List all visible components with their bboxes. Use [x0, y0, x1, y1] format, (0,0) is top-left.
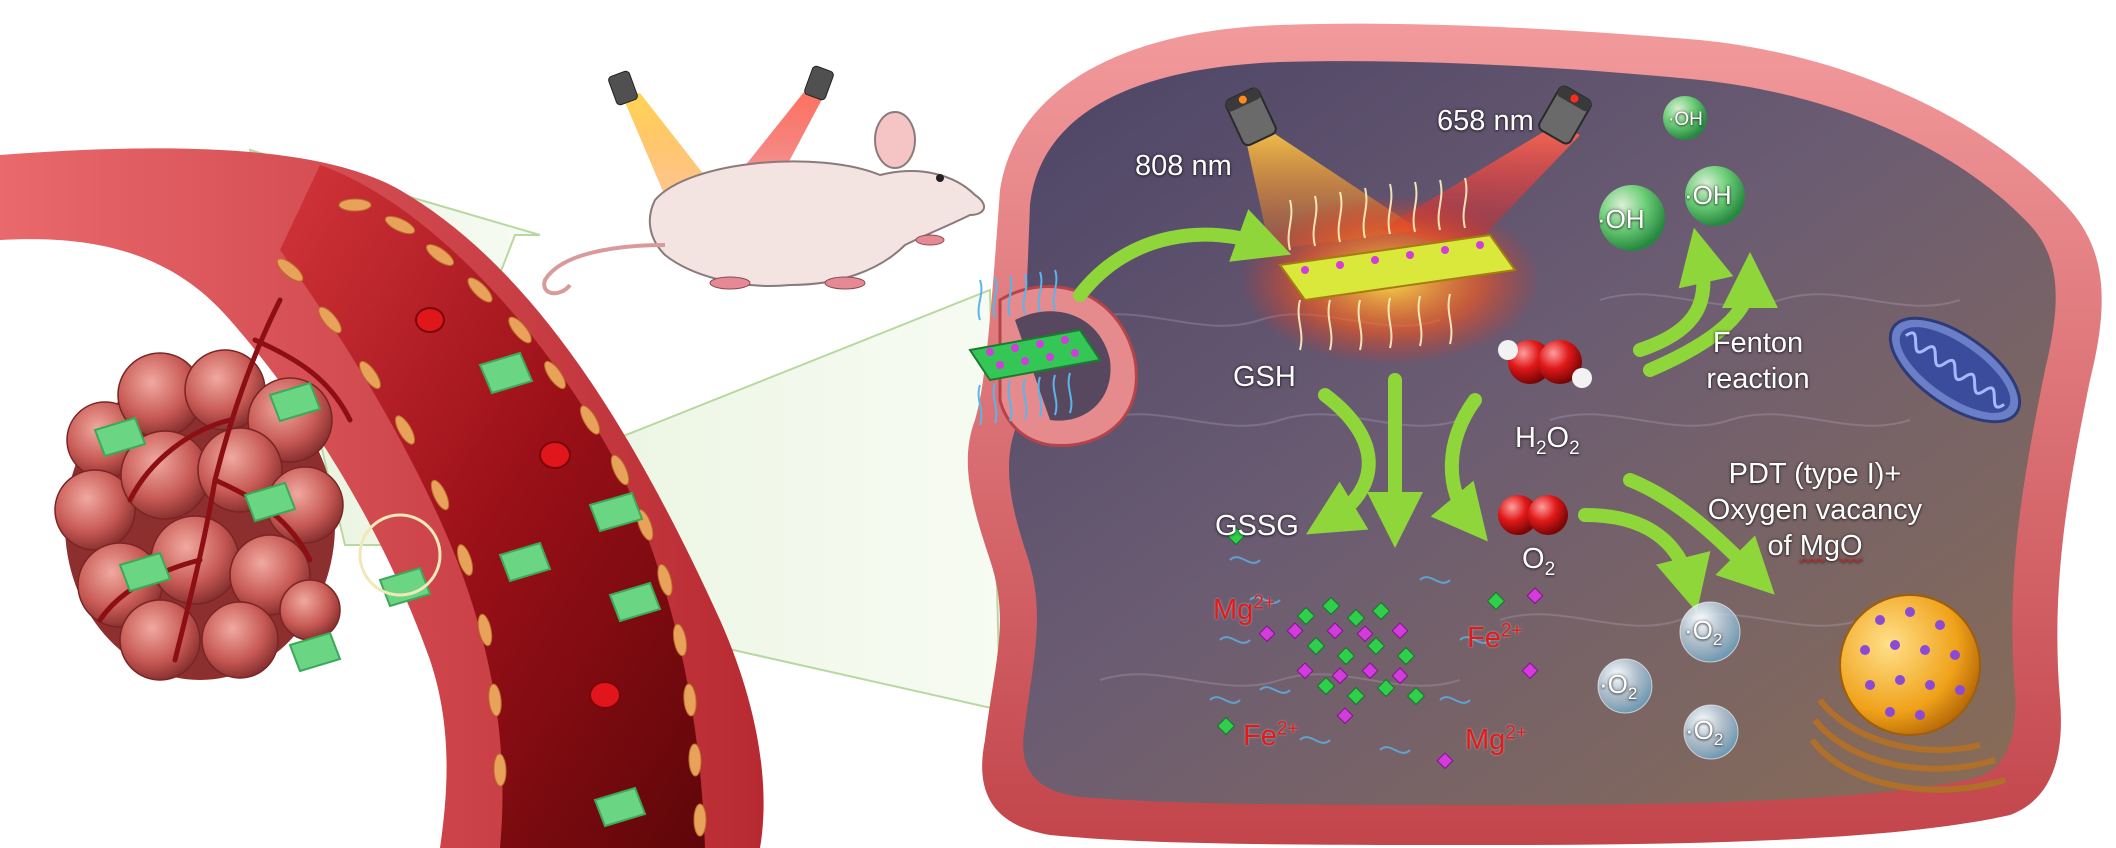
- label-fenton-line2: reaction: [1706, 363, 1810, 395]
- label-fe-ion-1-main: Fe: [1467, 622, 1501, 654]
- mouse-feet: [709, 234, 945, 290]
- laser-device-808-small: [608, 70, 638, 106]
- laser-device-808: [1224, 87, 1277, 147]
- label-o2: O2: [1522, 543, 1555, 579]
- oh-bubble-3: [1685, 166, 1745, 226]
- label-superoxide-1-main: ·O: [1684, 615, 1713, 645]
- label-mg-ion-1-charge: 2+: [1253, 592, 1275, 614]
- label-h2o2-sub2: 2: [1569, 437, 1580, 459]
- o2-molecule: [1498, 495, 1568, 535]
- arrow-uptake: [1073, 209, 1292, 302]
- o2-radical-bubble-2: [1597, 658, 1653, 714]
- oh-bubble-2: [1599, 185, 1665, 251]
- label-fe-ion-2: Fe2+: [1243, 719, 1299, 752]
- label-mg-ion-1-main: Mg: [1213, 594, 1254, 626]
- label-fenton-line1: Fenton: [1712, 327, 1804, 359]
- h2o2-molecule: [1498, 340, 1592, 388]
- tumor-mass: [54, 297, 442, 681]
- nanosheets-in-tumor: [93, 381, 432, 673]
- label-oh-radical-1: ·OH: [1668, 109, 1703, 130]
- nanosheet-entering: [968, 269, 1102, 426]
- hot-nanosheet: [1278, 177, 1517, 351]
- label-pdt-mgo: MgO: [1799, 530, 1863, 562]
- label-superoxide-1: ·O2: [1684, 615, 1722, 648]
- label-gsh: GSH: [1233, 361, 1296, 393]
- label-mg-ion-2: Mg2+: [1465, 723, 1527, 756]
- label-fe-ion-2-main: Fe: [1243, 720, 1277, 752]
- label-superoxide-3: ·O2: [1685, 715, 1723, 748]
- label-oh-radical-2: ·OH: [1597, 204, 1645, 234]
- label-pdt-line1: PDT (type I)+: [1728, 458, 1902, 490]
- mouse-illustration: [542, 65, 985, 296]
- mouse-tail: [542, 243, 666, 296]
- laser-device-658: [1538, 85, 1592, 145]
- label-mg-ion-1: Mg2+: [1213, 593, 1275, 626]
- label-superoxide-3-sub: 2: [1713, 730, 1724, 750]
- oh-radical-bubbles: [1599, 96, 1745, 251]
- o2-radical-bubble-3: [1683, 704, 1739, 760]
- mitochondrion: [1888, 316, 2022, 424]
- nanosheets-in-vessel: [478, 351, 662, 828]
- degraded-nanosheet-cluster: [1209, 526, 1544, 770]
- label-h2o2-sub1: 2: [1535, 437, 1547, 459]
- vessel-endothelial-cells: [276, 198, 707, 837]
- arrow-h2o2-o2: [1430, 393, 1488, 542]
- label-o2-sub: 2: [1544, 558, 1556, 580]
- arrow-o2-radical: [1578, 508, 1711, 613]
- process-arrows: [1073, 209, 1778, 613]
- o2-radical-bubble-1: [1679, 601, 1741, 663]
- label-h2o2: H2O2: [1515, 422, 1580, 458]
- label-fenton-reaction: Fenton reaction: [1698, 325, 1818, 397]
- label-808nm: 808 nm: [1135, 150, 1232, 182]
- label-o2-o: O: [1522, 543, 1545, 575]
- label-oh-radical-3: ·OH: [1684, 180, 1732, 210]
- arrow-pdt: [1623, 473, 1775, 595]
- arrow-fenton-a: [1633, 227, 1734, 357]
- label-gssg: GSSG: [1215, 510, 1299, 542]
- label-pdt-line3: of MgO: [1680, 528, 1950, 564]
- label-fe-ion-2-charge: 2+: [1276, 718, 1299, 740]
- label-superoxide-2-main: ·O: [1599, 669, 1628, 699]
- laser-device-658-small: [804, 65, 834, 101]
- arrow-gsh-gssg: [1306, 388, 1376, 535]
- label-superoxide-3-main: ·O: [1685, 715, 1714, 745]
- label-fe-ion-1: Fe2+: [1467, 621, 1523, 654]
- label-h2o2-o: O: [1546, 422, 1570, 454]
- vessel-lumen: [280, 165, 705, 848]
- label-superoxide-2: ·O2: [1599, 669, 1637, 702]
- blood-vessel: [0, 148, 764, 848]
- endoplasmic-reticulum: [1809, 698, 2006, 793]
- lysosome: [1839, 594, 1981, 736]
- label-h2o2-h: H: [1515, 422, 1536, 454]
- mouse-ear: [874, 111, 916, 169]
- label-pdt-of: of: [1767, 530, 1800, 562]
- mouse-body: [648, 160, 985, 287]
- label-mg-ion-2-charge: 2+: [1505, 722, 1527, 744]
- label-superoxide-2-sub: 2: [1627, 684, 1638, 704]
- mouse-eye: [936, 174, 944, 182]
- label-658nm: 658 nm: [1437, 105, 1534, 137]
- label-fe-ion-1-charge: 2+: [1500, 620, 1523, 642]
- label-pdt-oxygen-vacancy: PDT (type I)+ Oxygen vacancy of MgO: [1680, 456, 1950, 564]
- oh-bubble-1: [1663, 96, 1707, 140]
- label-mg-ion-2-main: Mg: [1465, 724, 1506, 756]
- superoxide-bubbles: [1597, 601, 1741, 760]
- label-superoxide-1-sub: 2: [1712, 630, 1723, 650]
- label-pdt-line2: Oxygen vacancy: [1707, 494, 1923, 526]
- arrow-fenton-b: [1643, 252, 1778, 377]
- red-blood-cells: [415, 307, 621, 709]
- tumor-zoom-circle: [358, 513, 442, 597]
